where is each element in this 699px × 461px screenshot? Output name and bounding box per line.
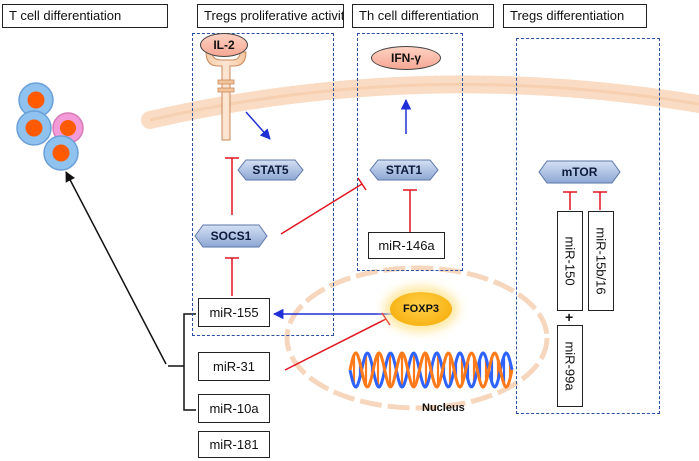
mir15b16-label: miR-15b/16 <box>593 227 609 295</box>
header-t-cell-differentiation: T cell differentiation <box>2 4 168 28</box>
inhibition-socs1-stat1 <box>280 177 367 235</box>
nuclear-envelope-icon <box>284 265 550 411</box>
tregs-differentiation-region <box>516 38 660 414</box>
mtor-hexagon <box>538 160 621 184</box>
arrow-mirnas-to-tcells <box>65 171 167 365</box>
mir181-box: miR-181 <box>198 431 270 458</box>
mir146a-box: miR-146a <box>368 232 445 259</box>
mirna-group-bracket <box>168 313 196 411</box>
socs1-label: SOCS1 <box>210 229 252 243</box>
inhibition-mir150-mtor <box>563 191 577 210</box>
socs1-hexagon <box>194 224 268 248</box>
inhibition-mir15b16-mtor <box>593 191 607 210</box>
tregs-proliferative-region <box>192 33 334 336</box>
ifng-label: IFN-γ <box>371 46 441 70</box>
inhibition-mir31-foxp3 <box>284 312 391 371</box>
stat5-label: STAT5 <box>252 163 289 177</box>
arrow-il2r-to-stat5 <box>245 111 271 140</box>
nucleus-label: Nucleus <box>422 402 465 414</box>
mir150-box: miR-150 <box>557 211 583 311</box>
mir99a-box: miR-99a <box>557 325 583 407</box>
mir15b16-box: miR-15b/16 <box>588 211 614 311</box>
mtor-label: mTOR <box>561 165 598 179</box>
mir99a-label: miR-99a <box>562 341 578 391</box>
stat1-hexagon <box>369 159 439 181</box>
inhibition-mir155-socs1 <box>225 257 239 296</box>
th-cell-region <box>357 33 463 271</box>
mir150-label: miR-150 <box>562 236 578 286</box>
dna-helix-icon <box>348 351 514 389</box>
stat5-hexagon <box>237 159 304 181</box>
inhibition-socs1-stat5 <box>225 157 239 215</box>
stat1-label: STAT1 <box>385 163 423 177</box>
inhibition-mir146a-stat1 <box>403 189 417 232</box>
foxp3-label: FOXP3 <box>390 292 452 326</box>
mir155-box: miR-155 <box>198 298 270 327</box>
combination-plus-sign: + <box>565 309 574 325</box>
il2-label: IL-2 <box>200 33 248 57</box>
mir10a-box: miR-10a <box>198 394 270 423</box>
il2-receptor-icon <box>205 51 247 141</box>
header-th-cell-differentiation: Th cell differentiation <box>352 4 494 28</box>
t-cells-icon <box>16 82 84 171</box>
header-tregs-differentiation: Tregs differentiation <box>503 4 647 28</box>
header-tregs-proliferative-activity: Tregs proliferative activity <box>197 4 344 28</box>
mir31-box: miR-31 <box>198 352 270 381</box>
